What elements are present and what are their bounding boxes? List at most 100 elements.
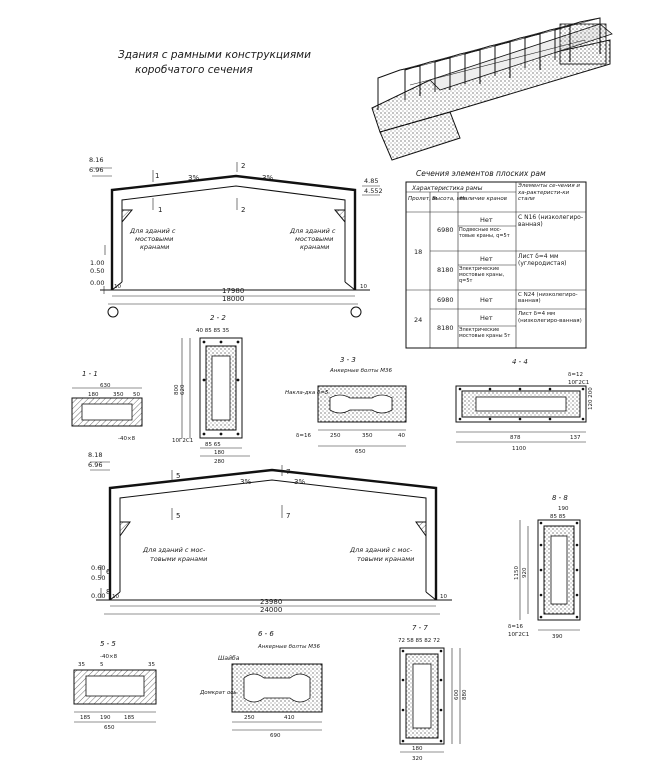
section-8-8: 8 - 8 190 85 85 1150 920 δ=16 10Г2С1 390 bbox=[508, 494, 581, 640]
f18-note-right-1: Для зданий с bbox=[289, 227, 336, 235]
f18-sec2: 2 bbox=[241, 162, 245, 170]
f24-slope-left: 3% bbox=[240, 478, 251, 486]
f18-dim-total: 18000 bbox=[222, 295, 244, 303]
table-steel-0: С N16 (низколегиро-ванная) bbox=[518, 214, 583, 228]
section-6-6: 6 - 6 Анкерные болты М36 Шайба Домкрат о… bbox=[199, 630, 323, 739]
f24-slope-right: 3% bbox=[294, 478, 305, 486]
f24-note-left-2: товыми кранами bbox=[150, 555, 207, 563]
s77-top: 72 58 85 82 72 bbox=[398, 638, 440, 644]
section-2-2: 2 - 2 40 85 85 35 620 800 10Г2С1 85 65 1… bbox=[172, 314, 250, 465]
f24-sec7: 7 bbox=[286, 468, 290, 476]
f24-sec7-b: 7 bbox=[286, 512, 290, 520]
section-5-5: 5 - 5 -40×8 35 5 35 185 190 185 650 bbox=[73, 640, 157, 731]
s11-w: 630 bbox=[100, 383, 111, 389]
title-line2: коробчатого сечения bbox=[135, 64, 253, 76]
s55-w3: 185 bbox=[124, 715, 135, 721]
s55-b: 5 bbox=[100, 662, 104, 668]
s66-label: Шайба bbox=[218, 655, 240, 662]
s22-h1: 620 bbox=[180, 384, 186, 395]
s44-d: δ=12 bbox=[568, 372, 583, 378]
s11-a: 180 bbox=[88, 392, 99, 398]
table-caption: Сечения элементов плоских рам bbox=[416, 169, 546, 178]
s55-w2: 190 bbox=[100, 715, 111, 721]
s88-h1: 1150 bbox=[514, 566, 520, 580]
section-7-7: 7 - 7 72 58 85 82 72 600 880 180 320 bbox=[398, 624, 468, 762]
s66-bolts: Анкерные болты М36 bbox=[257, 644, 320, 650]
table-head-group: Характеристика рамы bbox=[411, 185, 483, 192]
s22-w2: 180 bbox=[214, 450, 225, 456]
s44-steel: 10Г2С1 bbox=[568, 380, 589, 386]
f24-elev-top1: 8.18 bbox=[88, 451, 102, 459]
f24-sec6: 6 bbox=[106, 568, 111, 576]
f18-sec2-b: 2 bbox=[241, 206, 245, 214]
section-3-3: 3 - 3 Анкерные болты М36 Накла-дка δ=5 δ… bbox=[285, 356, 407, 455]
table-cr-1: Подвесные мос-товые краны, q=5т bbox=[459, 227, 510, 239]
table-cr-0: Нет bbox=[480, 216, 493, 224]
f24-dim-inner: 23980 bbox=[260, 598, 282, 606]
s88-steel: 10Г2С1 bbox=[508, 632, 529, 638]
f18-elev-low2: 0.50 bbox=[90, 267, 104, 275]
table-cr-2: Нет bbox=[480, 255, 493, 263]
s66-w1: 250 bbox=[244, 715, 255, 721]
f24-elev-low2: 0.50 bbox=[91, 574, 105, 582]
table-cr-5: Нет bbox=[480, 314, 493, 322]
s44-w2: 1100 bbox=[512, 446, 526, 452]
s22-title: 2 - 2 bbox=[210, 314, 226, 322]
f18-note-left-2: мостовыми bbox=[135, 235, 173, 243]
s22-top: 40 85 85 35 bbox=[196, 328, 230, 334]
table-h-18-2: 8180 bbox=[437, 266, 454, 274]
s22-w3: 280 bbox=[214, 459, 225, 465]
s11-title: 1 - 1 bbox=[82, 370, 98, 378]
f18-small-a: 10 bbox=[114, 284, 121, 290]
s11-b: 350 bbox=[113, 392, 124, 398]
s22-w1: 85 65 bbox=[205, 442, 221, 448]
section-table: Сечения элементов плоских рам Характерис… bbox=[405, 169, 587, 349]
s77-w2: 320 bbox=[412, 756, 423, 762]
frame-18m: 8.16 6.96 3% 3% 4.85 4.552 1.00 0.50 0.0… bbox=[89, 156, 383, 318]
s55-a: 35 bbox=[78, 662, 85, 668]
f24-elev-top2: 6.96 bbox=[88, 461, 102, 469]
table-head-cranes: Наличие кранов bbox=[460, 196, 507, 202]
table-cr-3: Электрические мостовые краны, q=5т bbox=[459, 266, 505, 284]
f24-dim-total: 24000 bbox=[260, 606, 282, 614]
f18-note-left-1: Для зданий с bbox=[129, 227, 176, 235]
title-block: Здания с рамными конструкциями коробчато… bbox=[118, 49, 311, 76]
f18-slope-right: 3% bbox=[262, 174, 273, 182]
f24-sec8: 8 bbox=[106, 588, 110, 596]
building-perspective bbox=[371, 17, 613, 161]
f18-elev-top1: 8.16 bbox=[89, 156, 103, 164]
section-1-1: 1 - 1 630 180 350 50 -40×8 bbox=[71, 370, 143, 442]
table-span-24: 24 bbox=[414, 316, 422, 324]
f18-elev-top2: 6.96 bbox=[89, 166, 103, 174]
f18-elev-zero: 0.00 bbox=[90, 279, 104, 287]
f24-sec5: 5 bbox=[176, 472, 180, 480]
s11-bar: -40×8 bbox=[118, 436, 136, 442]
f18-elev-low1: 1.00 bbox=[90, 259, 104, 267]
s44-title: 4 - 4 bbox=[512, 358, 528, 366]
s44-side: 137 bbox=[570, 435, 581, 441]
s66-title: 6 - 6 bbox=[258, 630, 274, 638]
table-head-steel: Элементы се-чения и ха-рактеристи-ки ста… bbox=[518, 183, 580, 202]
table-h-18-1: 6980 bbox=[437, 226, 454, 234]
s33-label: Накла-дка δ=5 bbox=[285, 390, 329, 396]
f18-note-right-2: мостовыми bbox=[295, 235, 333, 243]
s55-c: 35 bbox=[148, 662, 155, 668]
table-head-height: Высота, мм bbox=[432, 196, 465, 202]
f18-slope-left: 3% bbox=[188, 174, 199, 182]
f18-small-b: 10 bbox=[360, 284, 367, 290]
s55-bar: -40×8 bbox=[100, 654, 118, 660]
s77-title: 7 - 7 bbox=[412, 624, 428, 632]
table-steel-2: Лист δ=4 мм (углеродистая) bbox=[518, 253, 567, 267]
s55-title: 5 - 5 bbox=[100, 640, 116, 648]
s77-w1: 180 bbox=[412, 746, 423, 752]
table-steel-5: Лист δ=4 мм (низколегиро-ванная) bbox=[518, 311, 582, 324]
s55-w4: 650 bbox=[104, 725, 115, 731]
f24-elev-low1: 0.60 bbox=[91, 564, 105, 572]
s22-steel: 10Г2С1 bbox=[172, 438, 193, 444]
s88-h2: 920 bbox=[522, 567, 528, 578]
s66-label2: Домкрат ось bbox=[199, 690, 237, 696]
table-h-24-1: 6980 bbox=[437, 296, 454, 304]
s88-title: 8 - 8 bbox=[552, 494, 568, 502]
s33-title: 3 - 3 bbox=[340, 356, 356, 364]
s11-c: 50 bbox=[133, 392, 140, 398]
